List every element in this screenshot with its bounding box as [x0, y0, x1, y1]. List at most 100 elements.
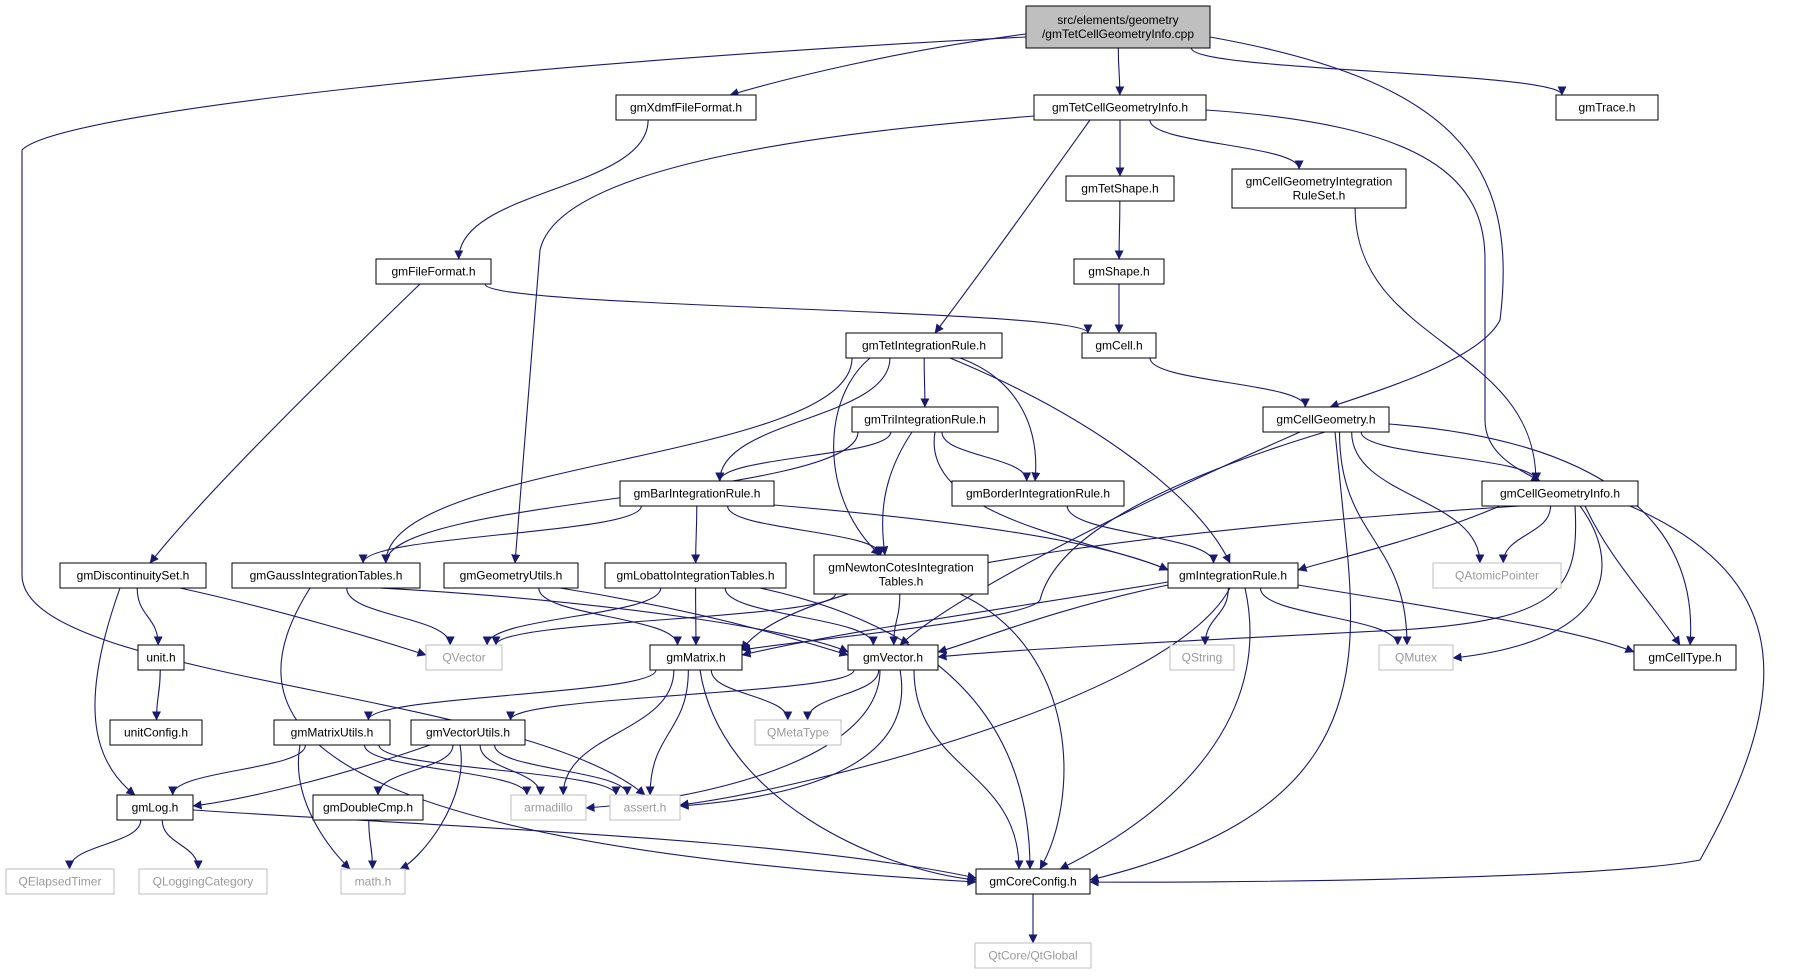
node-qelapsed: QElapsedTimer [5, 868, 115, 895]
node-unit[interactable]: unit.h [137, 644, 185, 671]
node-box-discset [59, 562, 207, 589]
node-shape[interactable]: gmShape.h [1073, 258, 1165, 285]
node-tetcgi[interactable]: gmTetCellGeometryInfo.h [1033, 94, 1207, 121]
edge-root-to-cellgeom [1209, 36, 1504, 409]
node-geomutils[interactable]: gmGeometryUtils.h [443, 562, 579, 589]
edge-ir-to-matrix [741, 581, 1169, 658]
node-box-shape [1073, 258, 1165, 285]
node-vector[interactable]: gmVector.h [847, 644, 939, 671]
edge-tetir-to-gausstab [381, 357, 853, 564]
edge-cgi-to-qatomic [1498, 505, 1552, 564]
node-barir[interactable]: gmBarIntegrationRule.h [619, 480, 775, 507]
edge-cellgeom-to-matrix [741, 431, 1326, 653]
node-box-qelapsed [5, 868, 115, 895]
node-root[interactable]: src/elements/geometry/gmTetCellGeometryI… [1025, 5, 1211, 49]
node-label-newton-line-2: Tables.h [879, 575, 924, 589]
node-coreconfig[interactable]: gmCoreConfig.h [975, 868, 1091, 895]
edges-layer [21, 33, 1765, 944]
node-label-root-line-2: /gmTetCellGeometryInfo.cpp [1042, 27, 1194, 41]
edge-cellgeom-to-qatomic [1351, 431, 1485, 564]
node-box-log [116, 794, 194, 821]
node-box-qstring [1169, 644, 1235, 671]
edge-vectorutils-to-doublecmp [373, 744, 454, 796]
edge-tetir-to-ir [949, 357, 1231, 564]
edge-ir-to-coreconfig [1059, 587, 1251, 870]
node-label-triir: gmTriIntegrationRule.h [864, 413, 986, 427]
node-matrixutils[interactable]: gmMatrixUtils.h [273, 719, 391, 746]
node-gausstab[interactable]: gmGaussIntegrationTables.h [231, 562, 421, 589]
node-label-ir: gmIntegrationRule.h [1179, 569, 1287, 583]
node-label-shape: gmShape.h [1088, 265, 1149, 279]
node-qlogcat: QLoggingCategory [138, 868, 268, 895]
node-triir[interactable]: gmTriIntegrationRule.h [851, 406, 999, 433]
edge-barir-to-lobatto [691, 505, 701, 564]
node-box-gausstab [231, 562, 421, 589]
edge-ir-to-celltype [1297, 584, 1635, 653]
edge-lobatto-to-qvector [482, 587, 662, 646]
node-unitconfig[interactable]: unitConfig.h [109, 719, 203, 746]
edge-newton-to-vector [889, 593, 901, 646]
node-tetir[interactable]: gmTetIntegrationRule.h [845, 332, 1003, 359]
node-xdmf[interactable]: gmXdmfFileFormat.h [615, 94, 757, 121]
node-ir[interactable]: gmIntegrationRule.h [1167, 562, 1299, 589]
edge-vector-to-assert [679, 669, 903, 810]
node-discset[interactable]: gmDiscontinuitySet.h [59, 562, 207, 589]
edge-triir-to-borderir [941, 431, 1032, 482]
node-vectorutils[interactable]: gmVectorUtils.h [410, 719, 526, 746]
edge-matrix-to-matrixutils [363, 669, 657, 721]
node-label-qstring: QString [1182, 651, 1223, 665]
node-box-unitconfig [109, 719, 203, 746]
node-log[interactable]: gmLog.h [116, 794, 194, 821]
node-tetshape[interactable]: gmTetShape.h [1065, 175, 1175, 202]
node-box-trace [1555, 94, 1659, 121]
edge-ir-to-vector [937, 584, 1169, 654]
node-fileformat[interactable]: gmFileFormat.h [375, 258, 492, 285]
node-assert: assert.h [609, 794, 681, 821]
node-box-geomutils [443, 562, 579, 589]
node-box-assert [609, 794, 681, 821]
node-box-armadillo [510, 794, 587, 821]
node-box-cellgeom [1262, 406, 1390, 433]
node-cgi[interactable]: gmCellGeometryInfo.h [1481, 480, 1639, 507]
node-label-gausstab: gmGaussIntegrationTables.h [250, 569, 403, 583]
edge-lobatto-to-vector [724, 587, 878, 646]
node-label-coreconfig: gmCoreConfig.h [989, 875, 1076, 889]
node-label-xdmf: gmXdmfFileFormat.h [630, 101, 742, 115]
edge-cellgeom-to-vector [899, 431, 1301, 646]
edge-cellgeom-to-coreconfig [1089, 431, 1352, 883]
node-doublecmp[interactable]: gmDoubleCmp.h [312, 794, 424, 821]
node-lobatto[interactable]: gmLobattoIntegrationTables.h [604, 562, 787, 589]
node-label-log: gmLog.h [132, 801, 179, 815]
edge-matrixutils-to-log [168, 744, 306, 796]
node-box-vectorutils [410, 719, 526, 746]
edge-gausstab-to-coreconfig [280, 587, 977, 887]
node-cellgeom[interactable]: gmCellGeometry.h [1262, 406, 1390, 433]
node-matrix[interactable]: gmMatrix.h [649, 644, 743, 671]
node-box-triir [851, 406, 999, 433]
node-label-borderir: gmBorderIntegrationRule.h [966, 487, 1110, 501]
node-borderir[interactable]: gmBorderIntegrationRule.h [951, 480, 1125, 507]
node-box-qatomic [1432, 562, 1562, 589]
edge-root-to-trace [1190, 47, 1567, 96]
node-label-root-line-1: src/elements/geometry [1057, 13, 1178, 27]
node-trace[interactable]: gmTrace.h [1555, 94, 1659, 121]
node-cell[interactable]: gmCell.h [1081, 332, 1157, 359]
edge-fileformat-to-discset [149, 283, 421, 564]
node-box-newton [813, 554, 989, 595]
edge-barir-to-newton [727, 505, 886, 556]
node-label-assert: assert.h [624, 801, 667, 815]
edge-tetcgi-to-cgirs [1149, 119, 1304, 170]
node-label-cgirs-line-2: RuleSet.h [1293, 189, 1346, 203]
edge-newton-to-qvector [491, 593, 836, 646]
node-box-qmutex [1378, 644, 1454, 671]
node-label-unit: unit.h [146, 651, 175, 665]
node-math: math.h [340, 868, 406, 895]
edge-root-to-assert [21, 36, 1027, 796]
node-celltype[interactable]: gmCellType.h [1633, 644, 1737, 671]
edge-ir-to-qmutex [1259, 587, 1403, 646]
edge-cellgeom-to-qmutex [1338, 431, 1412, 646]
node-label-tetcgi: gmTetCellGeometryInfo.h [1052, 101, 1188, 115]
node-label-doublecmp: gmDoubleCmp.h [323, 801, 413, 815]
